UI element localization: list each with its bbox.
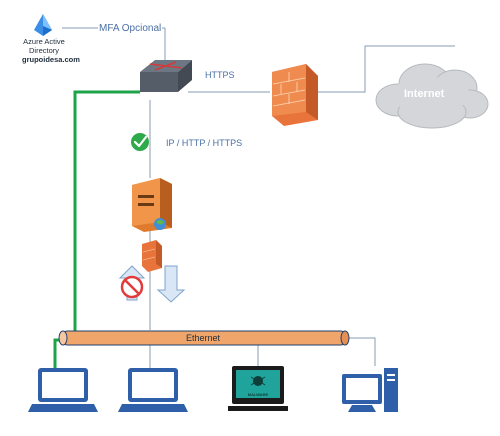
https-label: HTTPS (205, 70, 235, 80)
azure-ad-line2: Directory (28, 46, 59, 55)
download-arrow (156, 265, 186, 303)
ethernet-label: Ethernet (186, 333, 221, 343)
router-icon (140, 60, 192, 92)
protocol-label: IP / HTTP / HTTPS (166, 138, 243, 148)
cloud-icon (375, 63, 489, 129)
server-icon (132, 178, 172, 232)
malware-label: MALWARE (248, 392, 269, 397)
laptop-icon (118, 368, 188, 412)
firewall-cloud-line (318, 45, 455, 93)
azure-ad-line1: Azure Active (23, 37, 65, 46)
azure-ad-icon (34, 14, 52, 36)
desktop-icon (342, 368, 398, 412)
blocked-icon (120, 275, 144, 299)
small-firewall-icon (142, 240, 162, 272)
laptop-icon (28, 368, 98, 412)
azure-domain: grupoidesa.com (22, 55, 80, 64)
ethernet-desktop-line (345, 337, 376, 366)
internet-label: Internet (404, 88, 445, 100)
mfa-label: MFA Opcional (98, 23, 163, 34)
ethernet-pipe (58, 330, 350, 346)
malware-monitor-icon: MALWARE (228, 366, 288, 411)
green-secure-link (53, 90, 140, 368)
connector-lines (62, 27, 455, 368)
firewall-icon (272, 64, 318, 126)
check-icon (131, 133, 149, 151)
azure-ad-label: Azure Active Directory grupoidesa.com (22, 37, 80, 64)
